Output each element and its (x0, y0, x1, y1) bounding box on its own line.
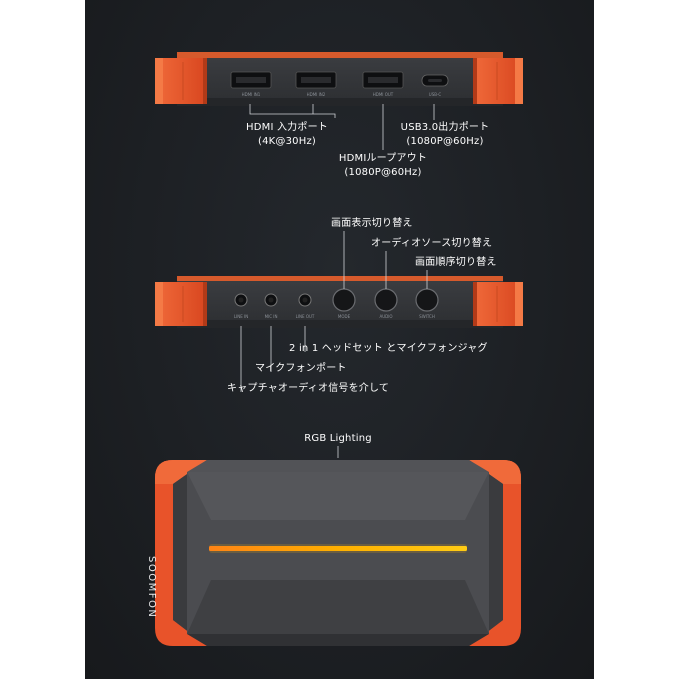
usb-callout-line2: (1080P@60Hz) (406, 136, 484, 147)
line-in-label: LINE IN (233, 314, 249, 319)
rgb-lighting-title: RGB Lighting (304, 433, 372, 444)
audio-button (374, 288, 398, 312)
loop-out-callout-line2: (1080P@60Hz) (344, 167, 422, 178)
hdmi-in-callout-line1: HDMI 入力ポート (246, 122, 328, 133)
middle-callout-lines (240, 231, 428, 392)
usb-c-port-label: USB-C (428, 92, 442, 97)
hdmi-in2-port (295, 71, 337, 89)
rgb-light-bar (209, 546, 467, 551)
product-panel: HDMI IN1 HDMI IN2 HDMI OUT USB-C HDMI 入力… (85, 0, 594, 679)
line-out-label: LINE OUT (295, 314, 315, 319)
hdmi-in1-port (230, 71, 272, 89)
mode-button (332, 288, 356, 312)
loop-out-callout-line1: HDMIループアウト (338, 153, 428, 164)
mode-label: MODE (337, 314, 351, 319)
left-end-cap (155, 58, 207, 104)
line-in-jack (234, 293, 248, 307)
right-end-cap (473, 58, 523, 104)
bottom-device (155, 460, 521, 646)
screen-order-callout: 画面順序切り替え (415, 257, 497, 268)
audio-source-callout: オーディオソース切り替え (371, 238, 493, 249)
mic-in-jack (264, 293, 278, 307)
switch-button (415, 288, 439, 312)
usb-callout-line1: USB3.0出力ポート (400, 122, 490, 133)
switch-label: SWITCH (419, 314, 435, 319)
hdmi-in2-port-label: HDMI IN2 (306, 92, 326, 97)
middle-device (155, 276, 523, 328)
usb-c-port (421, 74, 449, 87)
mic-in-label: MIC IN (264, 314, 278, 319)
mic-port-callout: マイクフォンポート (255, 363, 347, 374)
top-device (155, 52, 523, 106)
brand-logo: SOOMFON (146, 556, 157, 619)
left-end-cap (155, 282, 207, 326)
device-illustrations (155, 52, 523, 646)
hdmi-in-callout-line2: (4K@30Hz) (257, 136, 317, 147)
hdmi-out-port-label: HDMI OUT (372, 92, 394, 97)
hdmi-out-port (362, 71, 404, 89)
top-callout-lines (249, 104, 435, 150)
hdmi-in1-port-label: HDMI IN1 (241, 92, 261, 97)
right-end-cap (473, 282, 523, 326)
screen-switch-callout: 画面表示切り替え (331, 218, 413, 229)
headset-jack-callout: 2 in 1 ヘッドセット とマイクフォンジャグ (289, 343, 488, 354)
audio-label: AUDIO (379, 314, 393, 319)
line-out-jack (298, 293, 312, 307)
capture-audio-callout: キャプチャオーディオ信号を介して (227, 383, 390, 394)
